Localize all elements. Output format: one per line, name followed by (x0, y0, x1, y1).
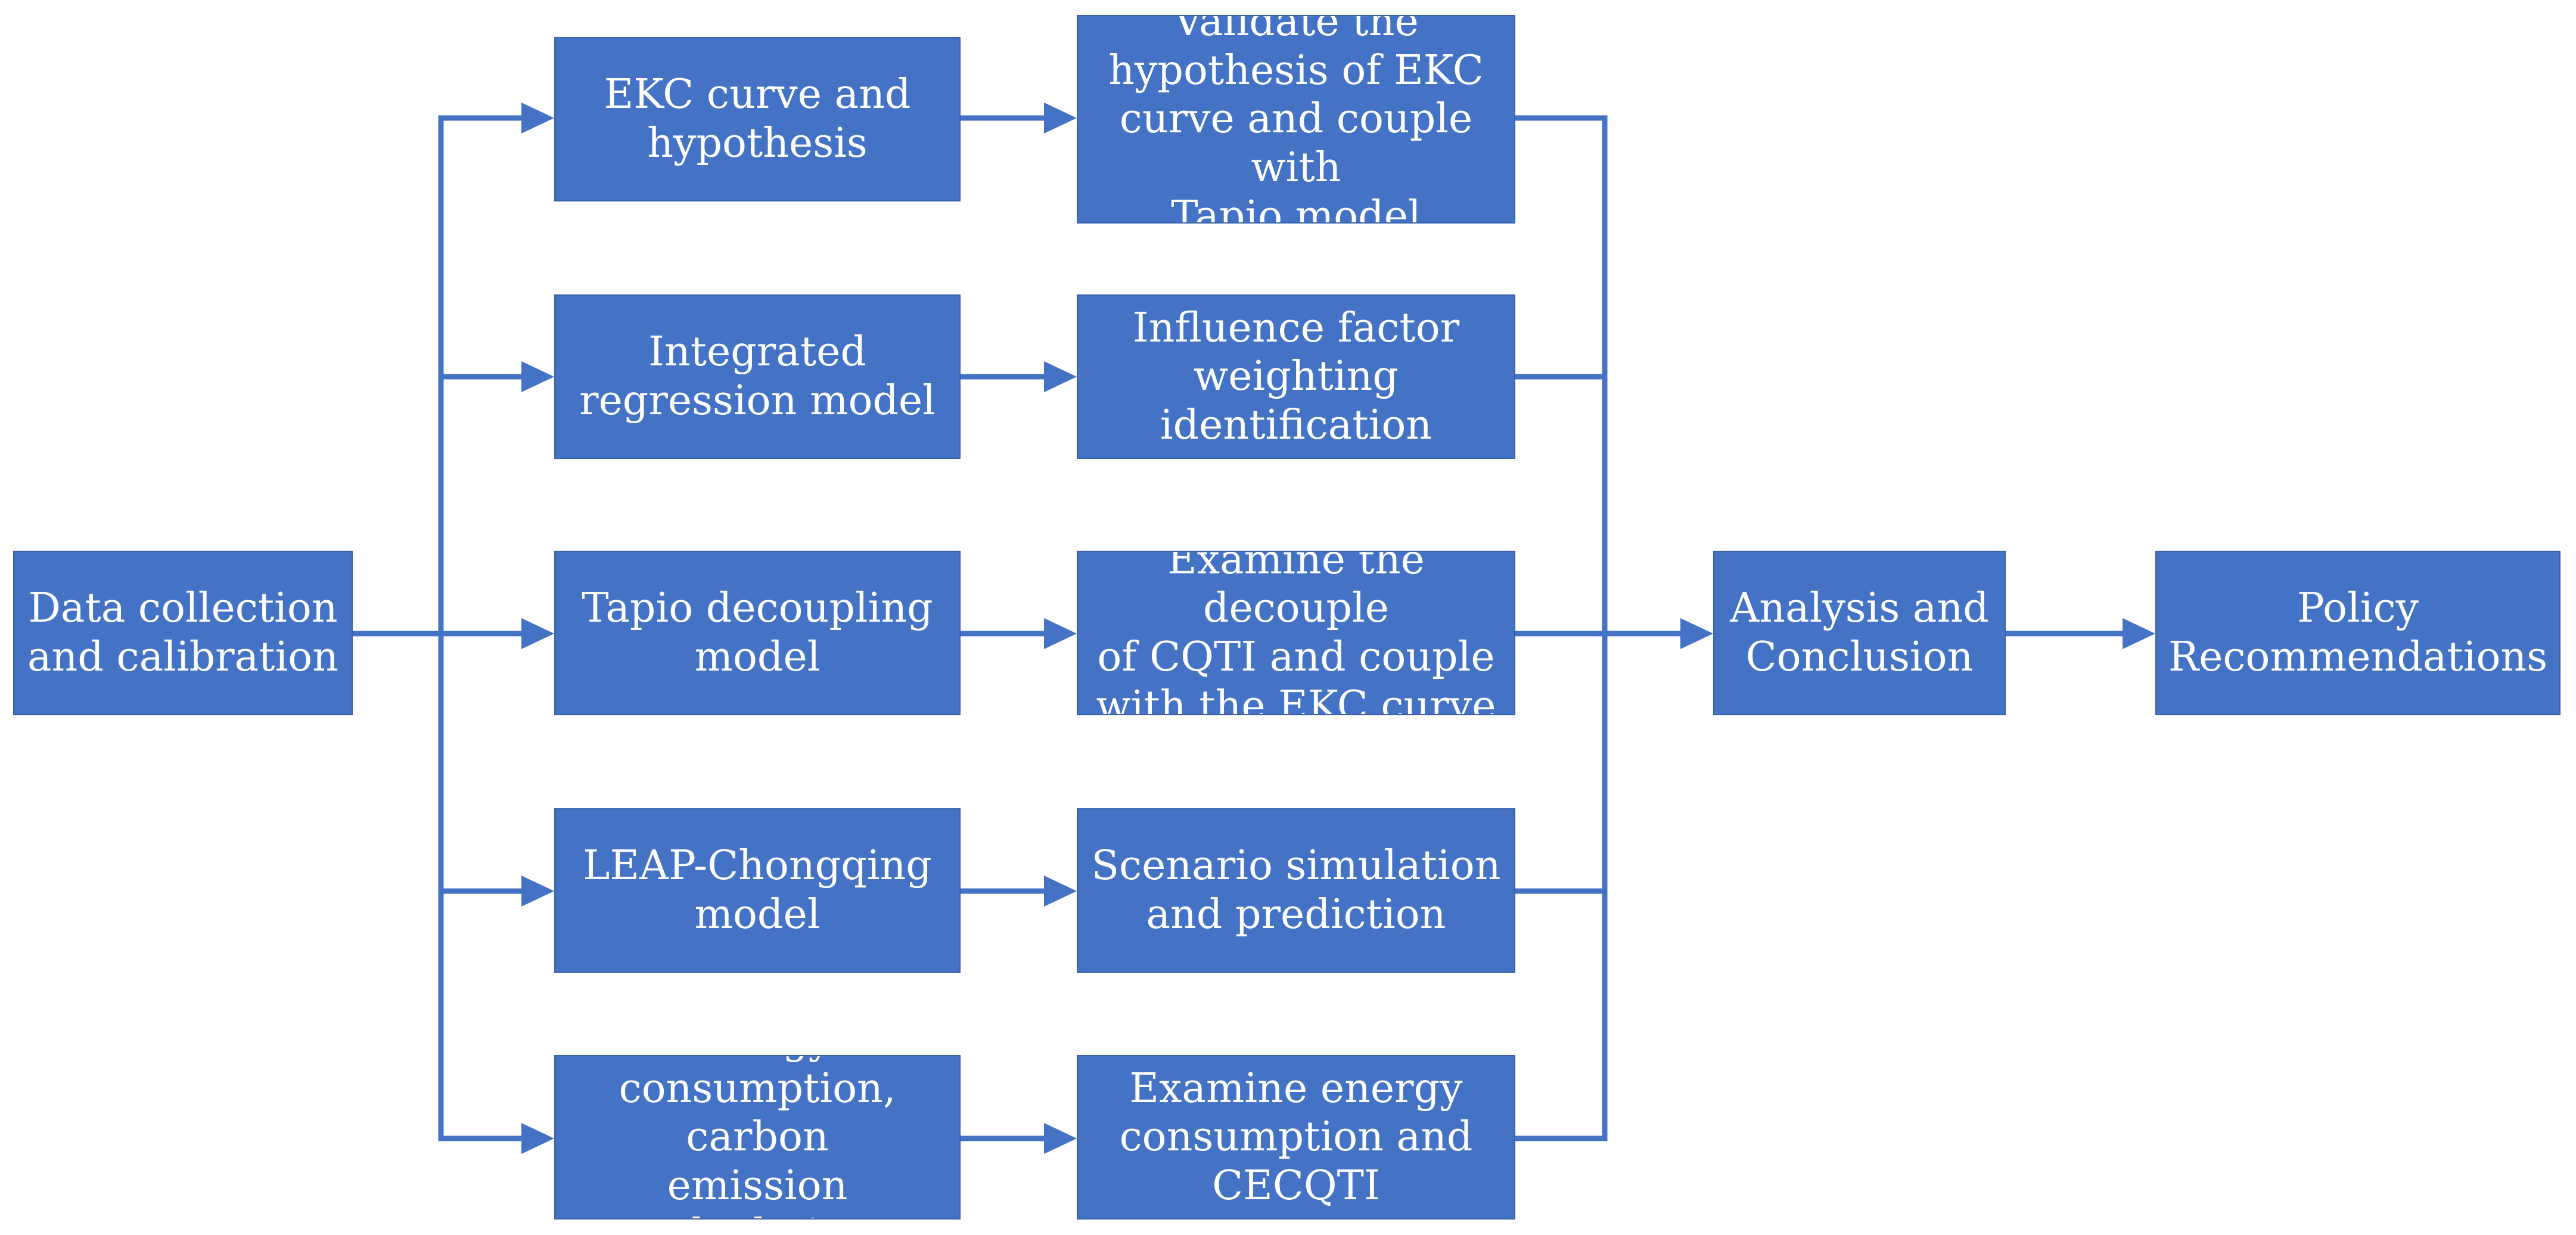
arrowhead-validate (1044, 103, 1077, 134)
tapio-decoupling-box: Tapio decoupling model (554, 551, 961, 715)
influence-factor-box: Influence factor weighting identificatio… (1077, 294, 1515, 459)
validate-ekc-label: Validate the hypothesis of EKC curve and… (1108, 15, 1484, 224)
arrowhead-leap (521, 876, 554, 907)
scenario-simulation-box: Scenario simulation and prediction (1077, 808, 1515, 973)
ekc-curve-box: EKC curve and hypothesis (554, 37, 961, 201)
arrowhead-influence (1044, 361, 1077, 392)
analysis-conclusion-label: Analysis and Conclusion (1730, 585, 1989, 681)
data-collection-label: Data collection and calibration (27, 585, 338, 681)
tapio-decoupling-label: Tapio decoupling model (582, 585, 933, 681)
arrowhead-ekc-curve (521, 103, 554, 134)
arrowhead-examine-decouple (1044, 618, 1077, 649)
arrowhead-scenario (1044, 876, 1077, 907)
influence-factor-label: Influence factor weighting identificatio… (1132, 304, 1460, 449)
arrowhead-examine-energy (1044, 1123, 1077, 1154)
arrowhead-analysis (1680, 618, 1713, 649)
examine-decouple-box: Examine the decouple of CQTI and couple … (1077, 551, 1515, 715)
ekc-curve-label: EKC curve and hypothesis (604, 71, 911, 167)
arrowhead-policy (2123, 618, 2155, 649)
leap-chongqing-label: LEAP-Chongqing model (583, 842, 932, 938)
regression-model-box: Integrated regression model (554, 294, 961, 459)
regression-model-label: Integrated regression model (579, 328, 936, 424)
examine-decouple-label: Examine the decouple of CQTI and couple … (1096, 551, 1496, 715)
examine-energy-box: Examine energy consumption and CECQTI (1077, 1055, 1515, 1220)
validate-ekc-box: Validate the hypothesis of EKC curve and… (1077, 15, 1515, 224)
leap-chongqing-box: LEAP-Chongqing model (554, 808, 961, 973)
arrowhead-tapio (521, 618, 554, 649)
scenario-simulation-label: Scenario simulation and prediction (1091, 842, 1501, 938)
energy-calculation-box: Energy consumption, carbon emission calc… (554, 1055, 961, 1220)
policy-recommendations-box: Policy Recommendations (2155, 551, 2561, 715)
arrowhead-regression (521, 361, 554, 392)
energy-calculation-label: Energy consumption, carbon emission calc… (619, 1056, 896, 1218)
analysis-conclusion-box: Analysis and Conclusion (1713, 551, 2006, 715)
data-collection-box: Data collection and calibration (13, 551, 353, 715)
policy-recommendations-label: Policy Recommendations (2168, 585, 2548, 681)
arrowhead-energy-calc (521, 1123, 554, 1154)
examine-energy-label: Examine energy consumption and CECQTI (1119, 1065, 1473, 1209)
